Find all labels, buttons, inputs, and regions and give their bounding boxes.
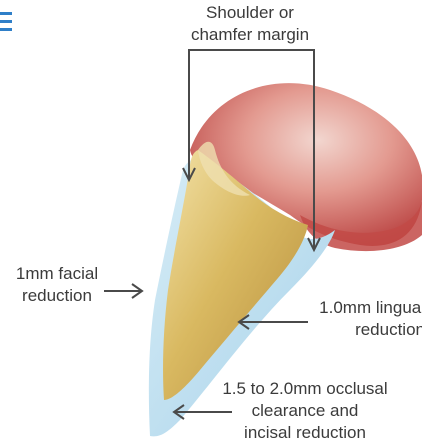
occlusal-label-line3: incisal reduction <box>205 422 405 444</box>
margin-label: Shoulder or chamfer margin <box>175 2 325 46</box>
lingual-reduction-label: 1.0mm lingual reduction <box>300 297 422 341</box>
occlusal-clearance-label: 1.5 to 2.0mm occlusal clearance and inci… <box>205 378 405 444</box>
occlusal-label-line2: clearance and <box>205 400 405 422</box>
margin-label-line1: Shoulder or <box>175 2 325 24</box>
facial-label-line2: reduction <box>2 285 112 307</box>
lingual-label-line2: reduction <box>300 319 422 341</box>
margin-label-line2: chamfer margin <box>175 24 325 46</box>
facial-label-line1: 1mm facial <box>2 263 112 285</box>
lingual-label-line1: 1.0mm lingual <box>300 297 422 319</box>
occlusal-label-line1: 1.5 to 2.0mm occlusal <box>205 378 405 400</box>
facial-reduction-label: 1mm facial reduction <box>2 263 112 307</box>
